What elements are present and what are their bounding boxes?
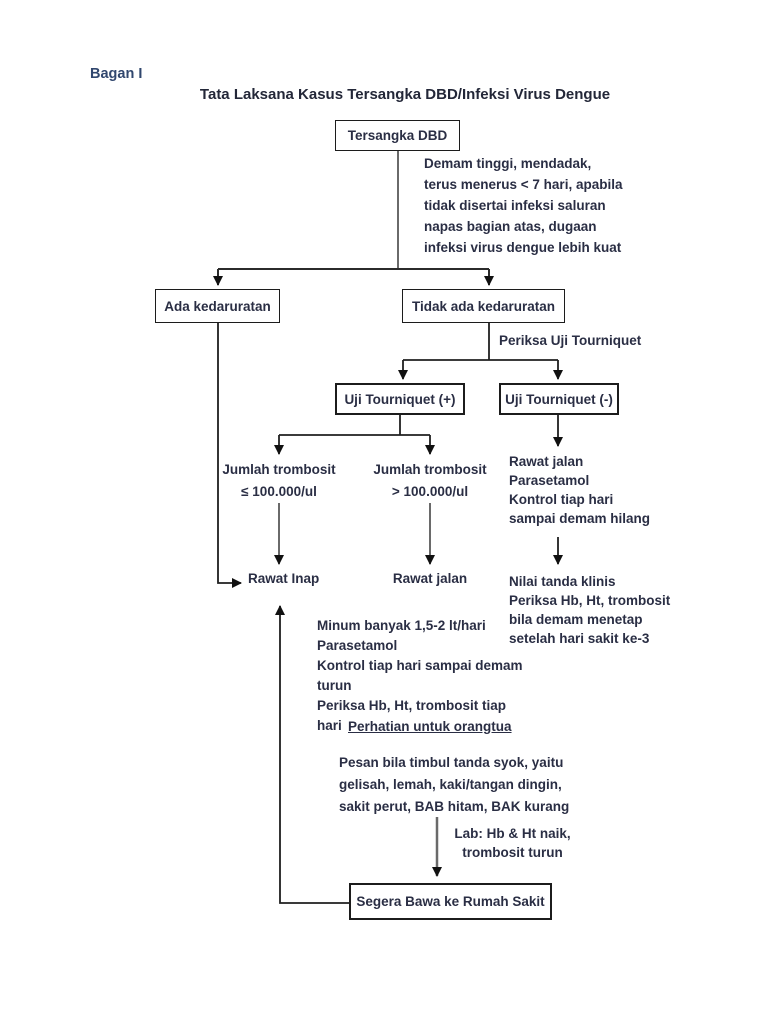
heading-perhatian-orangtua: Perhatian untuk orangtua <box>348 719 512 734</box>
note-minum-banyak: Minum banyak 1,5-2 lt/hari Parasetamol K… <box>317 618 523 733</box>
outcome-rawat-jalan: Rawat jalan <box>392 571 468 586</box>
page-label: Bagan I <box>90 66 143 82</box>
label-trombosit-tinggi: Jumlah trombosit > 100.000/ul <box>373 462 487 499</box>
note-pesan-tanda-syok: Pesan bila timbul tanda syok, yaitu geli… <box>339 755 570 814</box>
label-lab-hb-ht: Lab: Hb & Ht naik, trombosit turun <box>454 826 571 860</box>
node-tidak-ada-kedaruratan: Tidak ada kedaruratan <box>402 289 565 323</box>
outcome-rawat-inap: Rawat Inap <box>248 571 320 586</box>
node-uji-tourniquet-positif: Uji Tourniquet (+) <box>335 383 465 415</box>
note-nilai-tanda-klinis: Nilai tanda klinis Periksa Hb, Ht, tromb… <box>509 574 671 646</box>
chart-title: Tata Laksana Kasus Tersangka DBD/Infeksi… <box>199 86 611 103</box>
note-demam-tinggi: Demam tinggi, mendadak, terus menerus < … <box>424 156 623 255</box>
node-uji-tourniquet-negatif: Uji Tourniquet (-) <box>499 383 619 415</box>
label-trombosit-rendah: Jumlah trombosit ≤ 100.000/ul <box>222 462 336 499</box>
connector-ada-to-rawat-inap <box>217 323 242 588</box>
node-segera-bawa-rumah-sakit: Segera Bawa ke Rumah Sakit <box>349 883 552 920</box>
note-rawat-jalan-parasetamol: Rawat jalan Parasetamol Kontrol tiap har… <box>509 454 651 526</box>
label-periksa-uji-tourniquet: Periksa Uji Tourniquet <box>499 333 642 348</box>
node-tersangka-dbd: Tersangka DBD <box>335 120 460 151</box>
node-ada-kedaruratan: Ada kedaruratan <box>155 289 280 323</box>
